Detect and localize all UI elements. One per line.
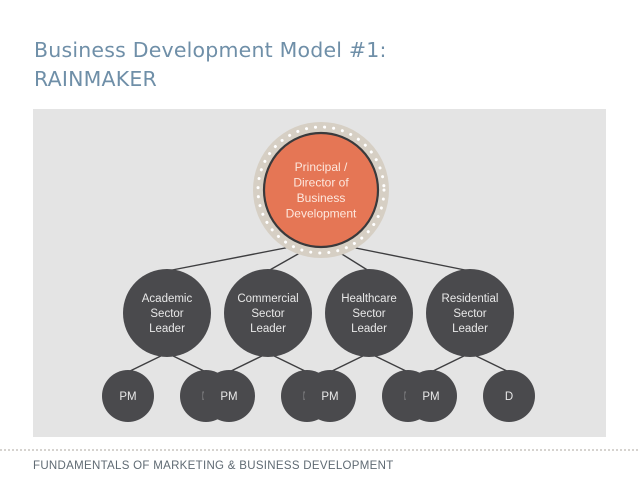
sector-leader-label-line: Leader (351, 323, 387, 335)
sector-leader-label-line: Residential (442, 293, 499, 305)
footer-text: FUNDAMENTALS OF MARKETING & BUSINESS DEV… (33, 460, 394, 472)
pm-node (304, 370, 356, 422)
pm-label: PM (220, 391, 237, 403)
sector-leader-label-line: Sector (352, 308, 385, 320)
sector-leader-label-line: Leader (452, 323, 488, 335)
sector-leader-label-line: Leader (149, 323, 185, 335)
sector-leader-node (426, 269, 514, 357)
footer-divider (0, 449, 638, 451)
principal-node (262, 131, 380, 249)
slide-title-line-2: RAINMAKER (34, 67, 157, 91)
principal-halo-dots (256, 125, 386, 255)
sector-leader-node (123, 269, 211, 357)
slide-title: Business Development Model #1: RAINMAKER (34, 36, 387, 94)
sector-leader-node (224, 269, 312, 357)
principal-label-line: Development (286, 206, 357, 220)
pm-node (405, 370, 457, 422)
sector-leader-label-line: Commercial (237, 293, 298, 305)
sector-leader-label-line: Healthcare (341, 293, 397, 305)
sector-leader-label-line: Academic (142, 293, 193, 305)
sector-leader-label-line: Leader (250, 323, 286, 335)
sector-leader-node (325, 269, 413, 357)
pm-node (203, 370, 255, 422)
sector-leader-label-line: Sector (453, 308, 486, 320)
pm-label: PM (321, 391, 338, 403)
d-node (483, 370, 535, 422)
sector-leader-label-line: Sector (150, 308, 183, 320)
pm-label: PM (119, 391, 136, 403)
principal-label-line: Business (297, 191, 346, 205)
sector-leader-label-line: Sector (251, 308, 284, 320)
pm-label: PM (422, 391, 439, 403)
pm-node (102, 370, 154, 422)
d-label: D (505, 391, 513, 403)
principal-label-line: Principal / (295, 160, 348, 174)
principal-label-line: Director of (293, 175, 349, 189)
slide-title-line-1: Business Development Model #1: (34, 38, 387, 62)
